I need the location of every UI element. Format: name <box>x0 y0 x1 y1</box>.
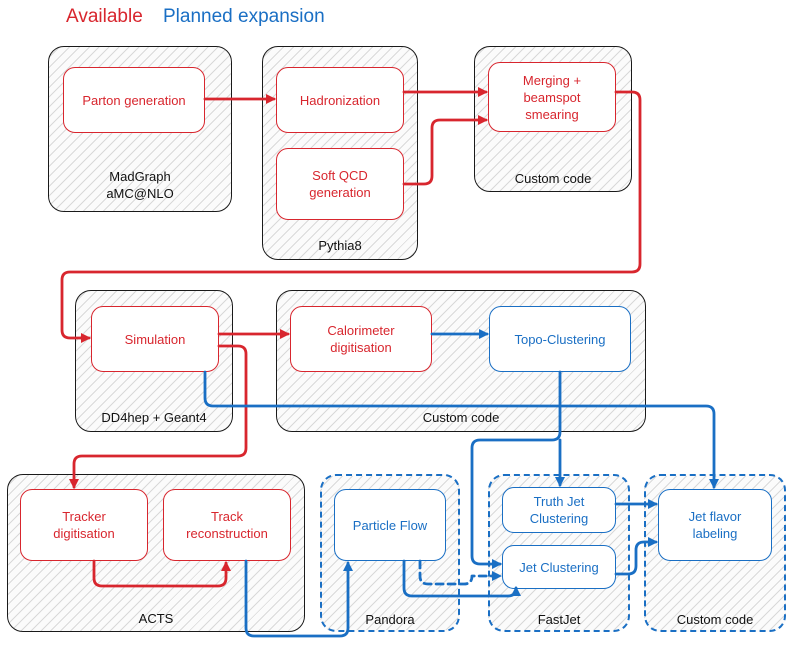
arrow-topo-to-jetclustering <box>470 370 562 569</box>
node-calorimeter: Calorimeter digitisation <box>290 306 432 372</box>
node-topo-clustering: Topo-Clustering <box>489 306 631 372</box>
arrow-pflow-to-jetclustering <box>402 559 521 598</box>
group-label-dd4hep: DD4hep + Geant4 <box>101 410 207 425</box>
group-label-pandora: Pandora <box>365 612 415 627</box>
node-track-reconstruction: Track reconstruction <box>163 489 291 561</box>
legend-available: Available <box>66 6 143 27</box>
node-particle-flow: Particle Flow <box>334 489 446 561</box>
node-merging: Merging + beamspot smearing <box>488 62 616 132</box>
group-label-fastjet: FastJet <box>537 612 581 627</box>
arrow-simulation-to-truthjet <box>203 370 719 489</box>
group-label-custom-mid: Custom code <box>422 410 500 425</box>
node-jet-clustering: Jet Clustering <box>502 545 616 589</box>
node-tracker-digitisation: Tracker digitisation <box>20 489 148 561</box>
node-soft-qcd: Soft QCD generation <box>276 148 404 220</box>
arrow-trackreco-to-pflow <box>244 559 353 638</box>
group-label-custom-top: Custom code <box>514 171 592 186</box>
group-label-custom-bottom: Custom code <box>676 612 754 627</box>
legend-planned: Planned expansion <box>163 6 325 27</box>
arrow-merging-to-simulation <box>60 90 642 343</box>
group-label-madgraph: MadGraph aMC@NLO <box>106 169 174 201</box>
arrow-tracker-to-trackreco <box>92 559 231 588</box>
node-jet-flavor-labeling: Jet flavor labeling <box>658 489 772 561</box>
arrow-softqcd-to-merging <box>402 115 488 186</box>
node-hadronization: Hadronization <box>276 67 404 133</box>
node-simulation: Simulation <box>91 306 219 372</box>
arrow-simulation-to-tracker <box>69 344 248 489</box>
arrow-jetclustering-to-jetflavor <box>614 537 658 576</box>
group-label-pythia: Pythia8 <box>318 238 362 253</box>
arrow-pflow-to-jetclustering-dashed <box>418 559 502 586</box>
node-truth-jet-clustering: Truth Jet Clustering <box>502 487 616 533</box>
group-label-acts: ACTS <box>138 611 174 626</box>
node-parton-generation: Parton generation <box>63 67 205 133</box>
